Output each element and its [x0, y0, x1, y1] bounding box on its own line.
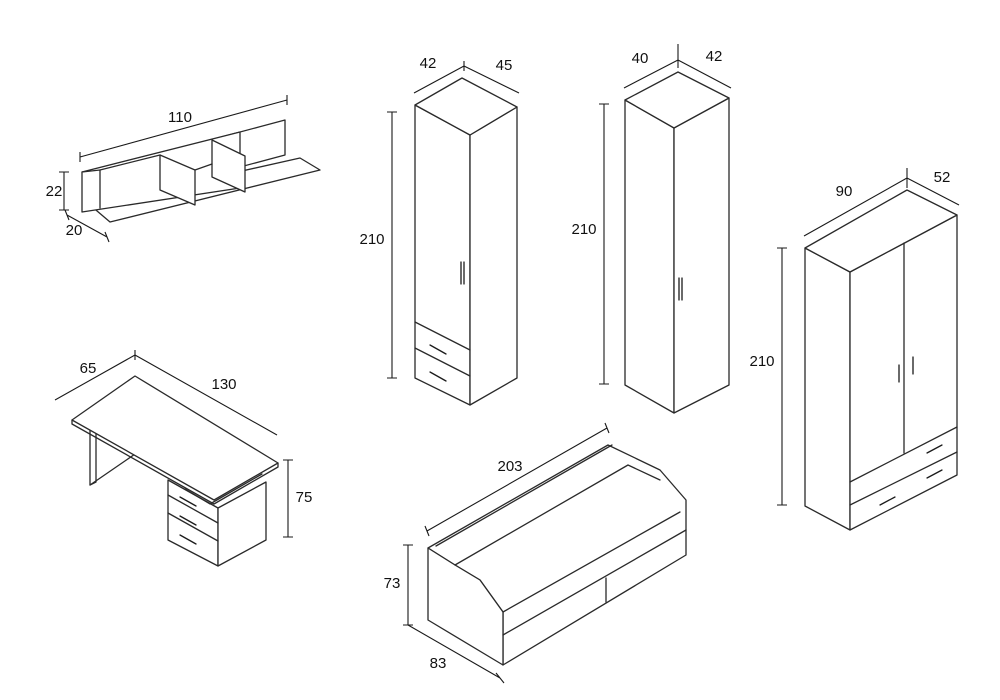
bed-dimensions: 203 73 83 [384, 422, 610, 684]
desk-width-label: 130 [211, 376, 236, 393]
bed-width-label: 203 [497, 458, 522, 475]
wardrobe-double-door [804, 189, 958, 531]
desk-height-label: 75 [296, 489, 313, 506]
wardrobe1-width-label: 42 [420, 55, 437, 72]
bed [427, 444, 687, 666]
wardrobe1-depth-label: 45 [496, 57, 513, 74]
wardrobe2-height-label: 210 [571, 221, 596, 238]
wardrobe2-depth-label: 42 [706, 48, 723, 65]
wardrobe3-dimensions: 90 52 210 [749, 168, 960, 506]
shelf-dimensions: 110 22 20 [46, 95, 288, 243]
bed-depth-label: 83 [430, 655, 447, 672]
desk [71, 375, 279, 567]
wardrobe2-dimensions: 40 42 210 [571, 44, 732, 385]
wardrobe-single-drawers [414, 77, 518, 406]
desk-depth-label: 65 [80, 360, 97, 377]
wardrobe3-width-label: 90 [836, 183, 853, 200]
wardrobe2-width-label: 40 [632, 50, 649, 67]
wardrobe-single-door [624, 71, 730, 414]
shelf-height-label: 22 [46, 183, 63, 200]
wardrobe1-dimensions: 42 45 210 [359, 55, 520, 379]
wall-shelf [81, 119, 321, 223]
desk-dimensions: 65 130 75 [54, 350, 313, 538]
wardrobe3-height-label: 210 [749, 353, 774, 370]
wardrobe3-depth-label: 52 [934, 169, 951, 186]
shelf-depth-label: 20 [66, 222, 83, 239]
wardrobe1-height-label: 210 [359, 231, 384, 248]
shelf-width-label: 110 [168, 109, 192, 126]
bed-height-label: 73 [384, 575, 401, 592]
